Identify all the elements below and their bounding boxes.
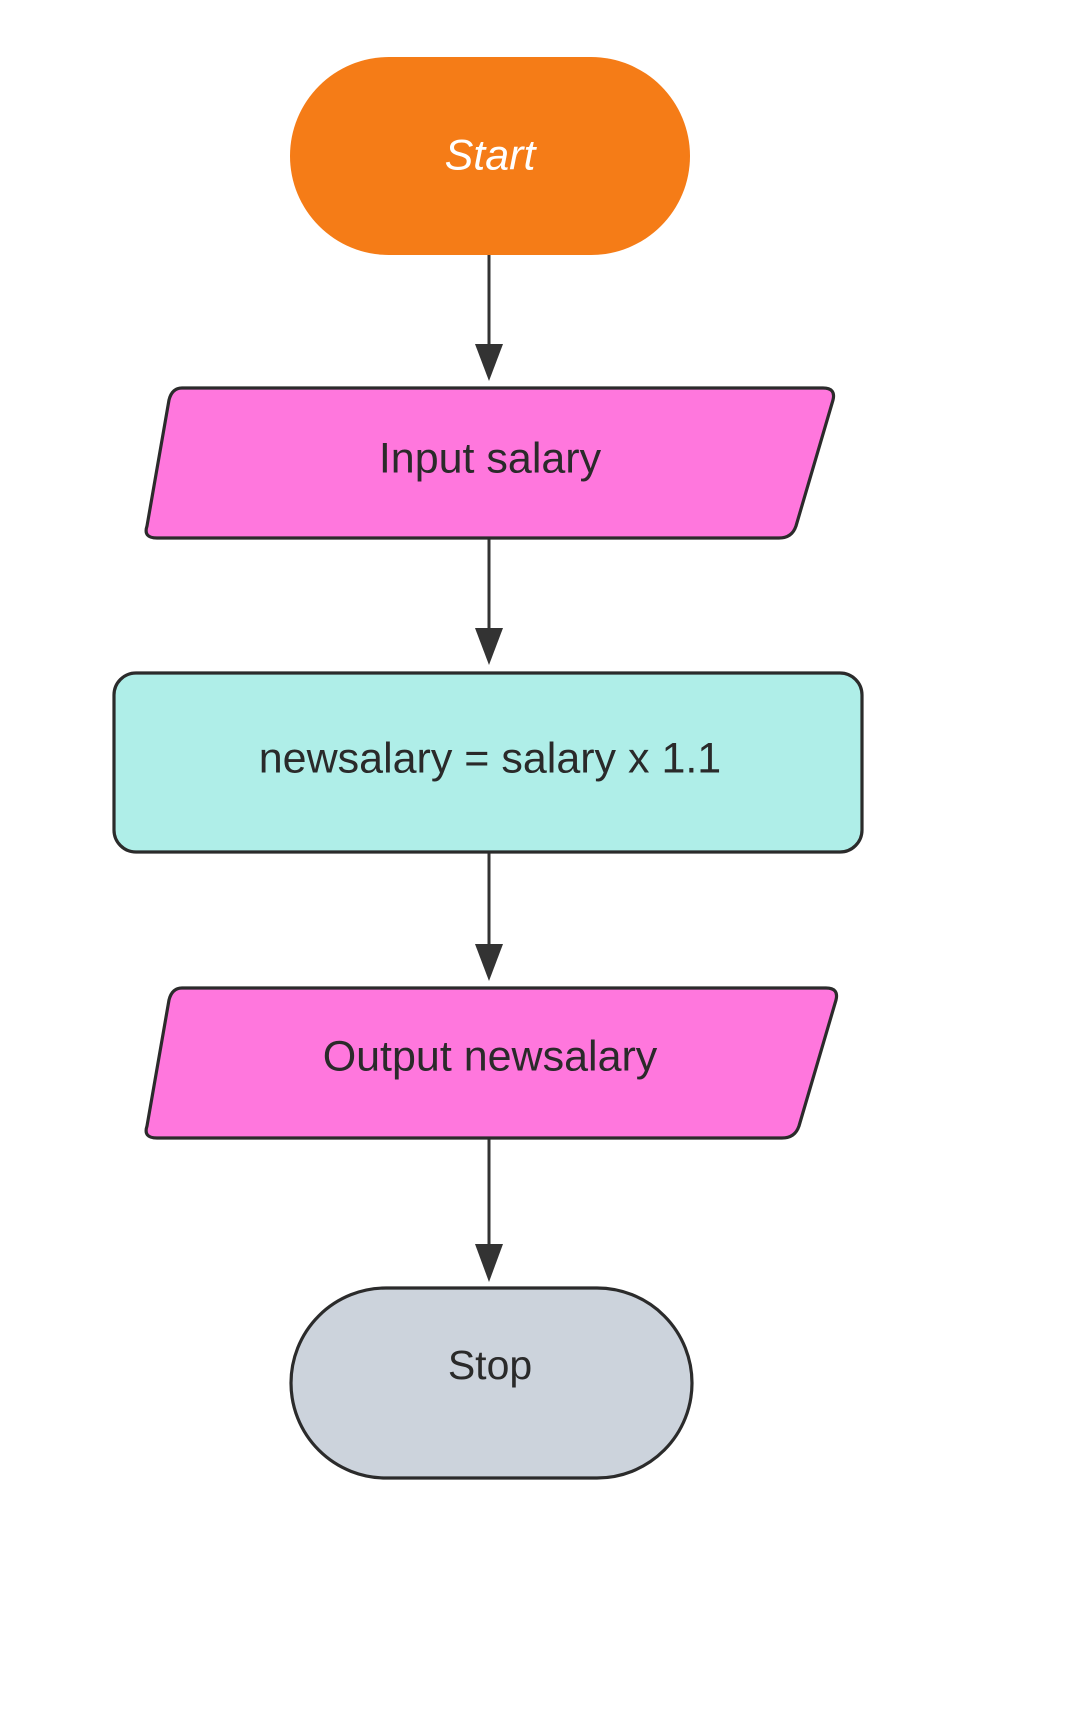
node-output-shape[interactable] [144,986,839,1140]
edge-input-to-process [475,538,503,665]
node-input-label: Input salary [379,434,602,482]
arrowhead-icon [475,344,503,381]
arrowhead-icon [475,628,503,665]
arrowhead-icon [475,944,503,981]
node-stop-label: Stop [448,1342,532,1388]
node-process-shape[interactable] [112,671,864,854]
node-input-shape[interactable] [144,386,836,540]
node-input[interactable]: Input salary [144,386,836,540]
node-output-label: Output newsalary [323,1032,658,1080]
edge-start-to-input [475,255,503,381]
edge-process-to-output [475,852,503,981]
node-start-shape[interactable] [290,57,690,255]
node-stop[interactable]: Stop [289,1286,694,1480]
edge-output-to-stop [475,1138,503,1282]
node-process-label: newsalary = salary x 1.1 [259,734,721,782]
node-start[interactable]: Start [290,57,690,255]
node-start-label: Start [445,131,538,179]
node-process[interactable]: newsalary = salary x 1.1 [112,671,864,854]
node-stop-shape[interactable] [289,1286,694,1480]
arrowhead-icon [475,1244,503,1282]
node-output[interactable]: Output newsalary [144,986,839,1140]
